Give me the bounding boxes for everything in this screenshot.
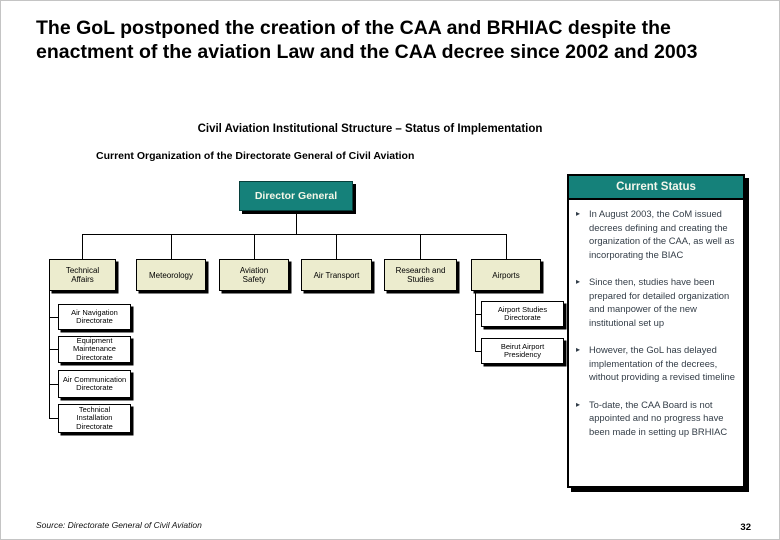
- status-bullet-text: To-date, the CAA Board is not appointed …: [589, 398, 728, 437]
- section-heading: Current Organization of the Directorate …: [96, 150, 415, 162]
- slide-subtitle: Civil Aviation Institutional Structure –…: [197, 123, 543, 135]
- connector-line: [82, 234, 83, 259]
- connector-line: [171, 234, 172, 259]
- connector-line: [49, 291, 50, 419]
- status-panel-title: Current Status: [569, 176, 743, 200]
- status-bullet: ▸ However, the GoL has delayed implement…: [576, 343, 738, 384]
- org-box-research-and-studies: Research and Studies: [384, 259, 457, 291]
- org-box-technical-installation-directorate: Technical Installation Directorate: [58, 404, 131, 433]
- status-bullet: ▸ In August 2003, the CoM issued decrees…: [576, 207, 738, 261]
- org-box-air-navigation-directorate: Air Navigation Directorate: [58, 304, 131, 330]
- org-box-equipment-maintenance-directorate: Equipment Maintenance Directorate: [58, 336, 131, 363]
- connector-line: [296, 211, 297, 234]
- connector-line: [49, 349, 58, 350]
- connector-line: [336, 234, 337, 259]
- status-bullet-text: In August 2003, the CoM issued decrees d…: [589, 208, 735, 260]
- bullet-arrow-icon: ▸: [576, 345, 581, 354]
- org-box-airport-studies-directorate: Airport Studies Directorate: [481, 301, 564, 327]
- status-panel-body: ▸ In August 2003, the CoM issued decrees…: [569, 200, 743, 438]
- org-box-meteorology: Meteorology: [136, 259, 206, 291]
- status-bullet: ▸ To-date, the CAA Board is not appointe…: [576, 398, 738, 439]
- connector-line: [49, 317, 58, 318]
- org-box-beirut-airport-presidency: Beirut Airport Presidency: [481, 338, 564, 364]
- status-bullet-text: Since then, studies have been prepared f…: [589, 276, 730, 328]
- org-box-aviation-safety: Aviation Safety: [219, 259, 289, 291]
- org-box-air-communication-directorate: Air Communication Directorate: [58, 370, 131, 398]
- page-number: 32: [740, 522, 751, 533]
- bullet-arrow-icon: ▸: [576, 209, 581, 218]
- status-bullet: ▸ Since then, studies have been prepared…: [576, 275, 738, 329]
- connector-line: [475, 291, 476, 351]
- status-bullet-text: However, the GoL has delayed implementat…: [589, 344, 735, 382]
- connector-line: [420, 234, 421, 259]
- slide-title: The GoL postponed the creation of the CA…: [36, 17, 698, 63]
- connector-line: [506, 234, 507, 259]
- connector-line: [49, 384, 58, 385]
- org-box-director-general: Director General: [239, 181, 353, 211]
- status-panel: Current Status ▸ In August 2003, the CoM…: [567, 174, 745, 488]
- connector-line: [254, 234, 255, 259]
- org-box-air-transport: Air Transport: [301, 259, 372, 291]
- connector-line: [82, 234, 507, 235]
- connector-line: [49, 418, 58, 419]
- bullet-arrow-icon: ▸: [576, 399, 581, 409]
- org-box-airports: Airports: [471, 259, 541, 291]
- org-box-technical-affairs: Technical Affairs: [49, 259, 116, 291]
- source-note: Source: Directorate General of Civil Avi…: [36, 520, 202, 530]
- connector-line: [475, 351, 481, 352]
- connector-line: [475, 314, 481, 315]
- bullet-arrow-icon: ▸: [576, 277, 581, 286]
